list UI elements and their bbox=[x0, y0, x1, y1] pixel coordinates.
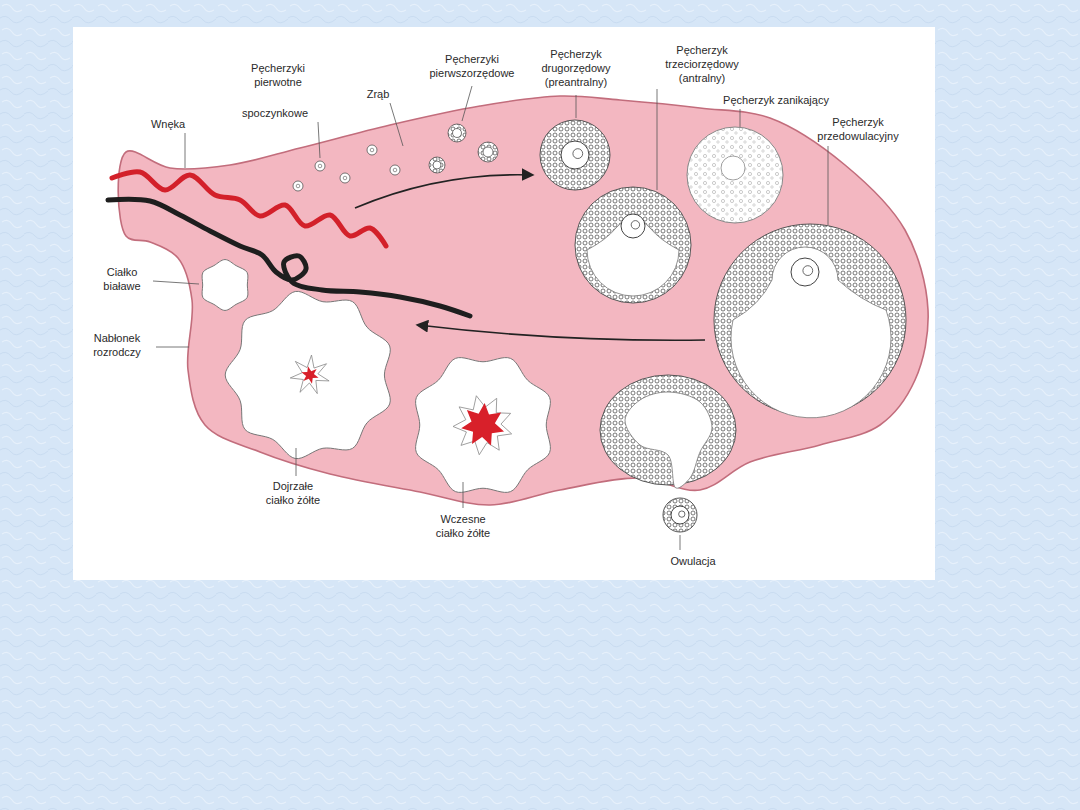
oocyte bbox=[393, 168, 397, 172]
oocyte bbox=[561, 141, 589, 169]
structure-label: Pęcherzyk drugorzędowy (preantralny) bbox=[534, 47, 619, 89]
primordial-follicle bbox=[293, 181, 303, 191]
primary-follicle bbox=[448, 124, 466, 142]
oocyte bbox=[671, 506, 689, 524]
oocyte bbox=[296, 184, 300, 188]
nucleus bbox=[573, 149, 583, 159]
structure-label: Pęcherzyki pierwszorzędowe bbox=[425, 52, 520, 80]
structure-label: Pęcherzyki pierwotne bbox=[243, 61, 313, 89]
cycle-arrow bbox=[355, 175, 532, 208]
structure-label: Wnęka bbox=[151, 117, 185, 131]
structure-label: Owulacja bbox=[670, 554, 715, 568]
leader-line bbox=[463, 482, 464, 508]
leader-line bbox=[576, 95, 577, 118]
early-corpus-luteum bbox=[416, 358, 551, 493]
nucleus bbox=[803, 266, 813, 276]
luteal-core bbox=[290, 355, 329, 394]
antrum bbox=[731, 247, 891, 418]
leader-line bbox=[153, 281, 199, 284]
mature-corpus-luteum bbox=[225, 291, 390, 458]
oocyte bbox=[343, 176, 347, 180]
luteal-core bbox=[453, 396, 512, 455]
structure-label: Pęcherzyk zanikający bbox=[723, 93, 829, 107]
corpus-albicans bbox=[202, 260, 248, 311]
structure-label: Ciałko białawe bbox=[95, 265, 150, 293]
primordial-follicle bbox=[340, 173, 350, 183]
blood-clot bbox=[461, 403, 504, 445]
leader-lines bbox=[153, 86, 828, 550]
cycle-arrow bbox=[418, 325, 705, 340]
blood-clot bbox=[301, 366, 318, 384]
nucleus bbox=[679, 511, 685, 517]
structure-label: Zrąb bbox=[367, 87, 390, 101]
structure-label: Wczesne ciałko żółte bbox=[428, 512, 498, 540]
tertiary-follicle bbox=[575, 187, 691, 303]
secondary-follicle bbox=[540, 120, 610, 190]
oocyte bbox=[433, 161, 441, 169]
oocyte bbox=[370, 148, 374, 152]
primary-follicle bbox=[478, 142, 498, 162]
atretic-follicle bbox=[687, 127, 783, 223]
primary-follicle bbox=[429, 157, 445, 173]
leader-line bbox=[462, 86, 472, 121]
leader-line bbox=[156, 347, 189, 348]
structure-label: Pęcherzyk trzeciorzędowy (antralny) bbox=[655, 43, 750, 85]
primordial-follicle bbox=[390, 165, 400, 175]
leader-line bbox=[318, 122, 320, 158]
oocyte bbox=[483, 147, 493, 157]
leader-line bbox=[185, 133, 186, 168]
oocyte bbox=[318, 164, 322, 168]
leader-line bbox=[828, 146, 829, 225]
primordial-follicle bbox=[367, 145, 377, 155]
follicle-cavity bbox=[625, 392, 712, 488]
leader-line bbox=[657, 89, 658, 190]
structure-label: Dojrzałe ciałko żółte bbox=[258, 479, 328, 507]
primordial-follicle bbox=[315, 161, 325, 171]
degenerating-oocyte bbox=[721, 156, 745, 180]
oocyte bbox=[791, 258, 819, 286]
leader-line bbox=[740, 109, 741, 127]
oocyte bbox=[621, 214, 645, 238]
ovary-drawing bbox=[108, 96, 928, 532]
leader-line bbox=[680, 535, 681, 550]
structure-label: spoczynkowe bbox=[242, 106, 308, 120]
nucleus bbox=[631, 221, 639, 229]
ovary-outline bbox=[118, 96, 928, 505]
leader-line bbox=[296, 448, 297, 476]
structure-label: Nabłonek rozrodczy bbox=[82, 331, 152, 359]
structure-label: Pęcherzyk przedowulacyjny bbox=[811, 115, 906, 143]
leader-line bbox=[390, 103, 403, 146]
artery bbox=[112, 172, 386, 246]
oocyte bbox=[453, 129, 462, 138]
corona-radiata bbox=[663, 498, 697, 532]
